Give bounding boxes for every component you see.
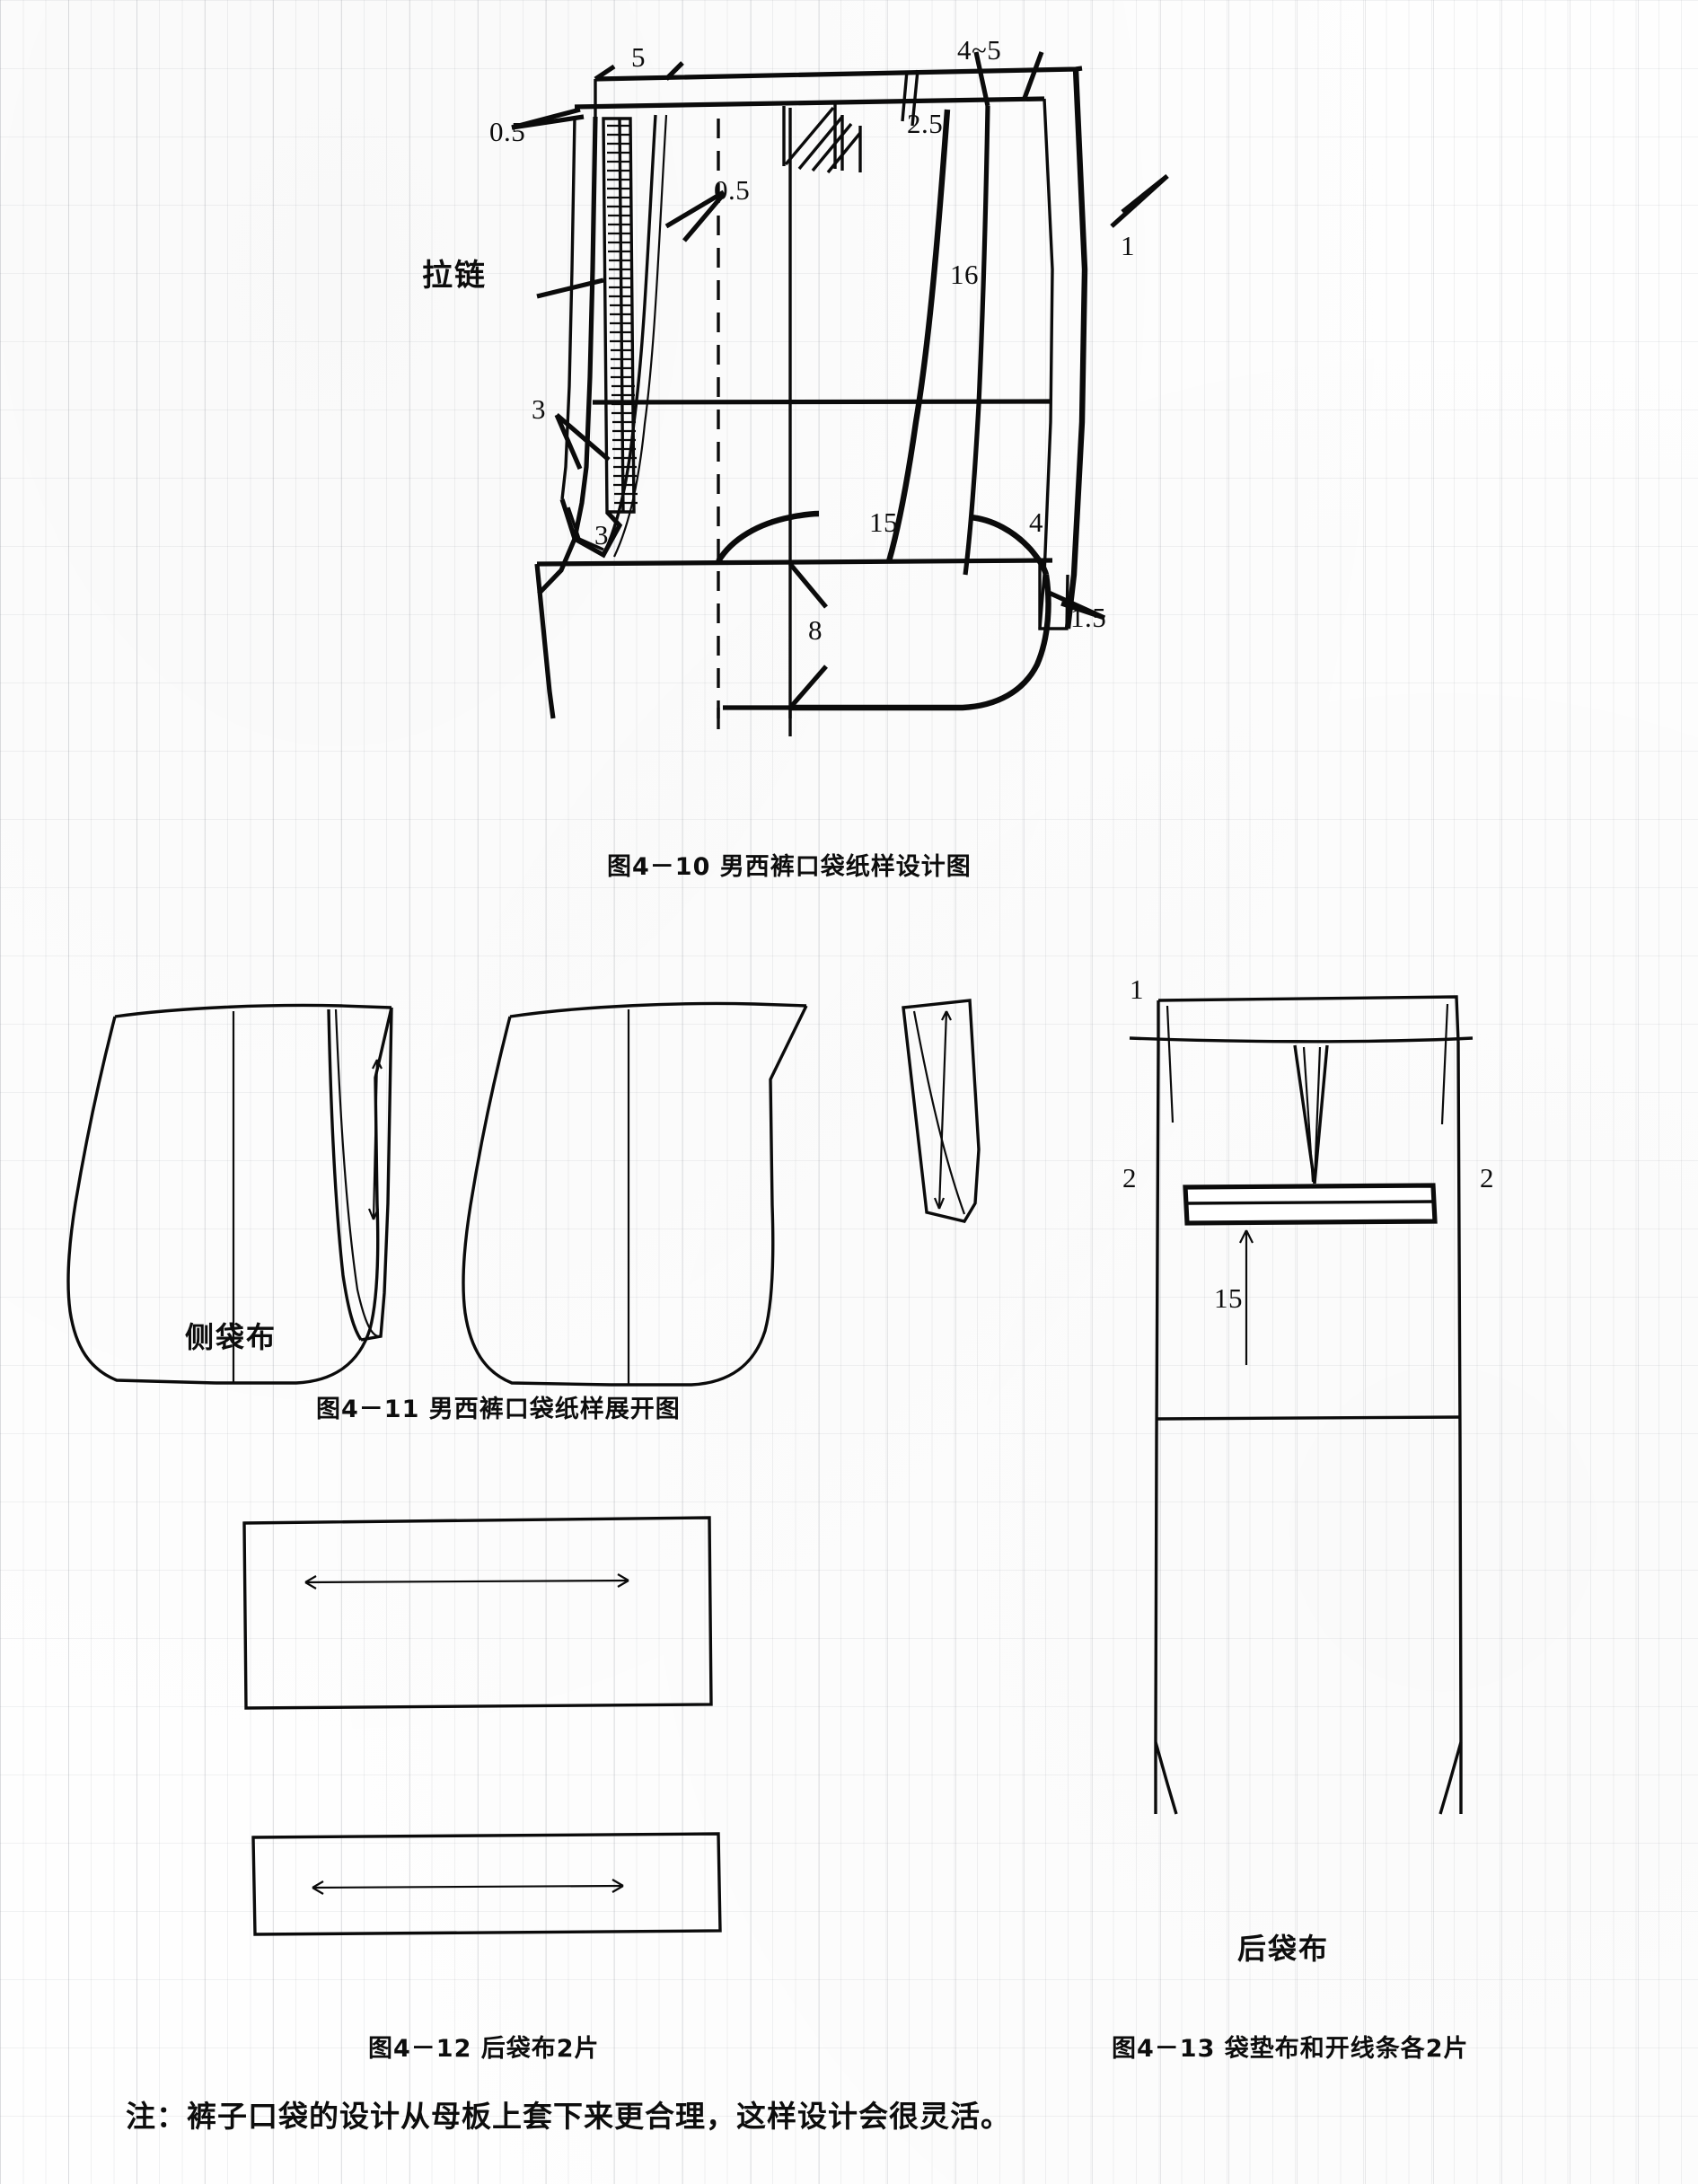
label-fig410-left-mid: 3 — [532, 393, 546, 425]
caption-figure-413: 图4－13 袋垫布和开线条各2片 — [1112, 2035, 1469, 2063]
caption-figure-412: 图4－12 后袋布2片 — [368, 2035, 600, 2063]
label-fig410-side-right: 2.5 — [907, 108, 944, 139]
label-fig410-upper-mid: 0.5 — [714, 174, 751, 206]
label-zipper: 拉链 — [422, 258, 487, 294]
figure-411-drawing — [66, 995, 1474, 1815]
label-fig413-waist-top: 1 — [1130, 973, 1144, 1005]
label-fig410-top-center: 5 — [631, 41, 646, 73]
label-side-pocket-bag: 侧袋布 — [185, 1320, 277, 1354]
label-fig410-right-seam: 1 — [1121, 230, 1135, 261]
label-fig410-top-right: 4~5 — [957, 34, 1002, 66]
label-fig410-right-bottom: 1.5 — [1070, 602, 1107, 633]
label-fig410-inseam-len: 16 — [950, 259, 979, 290]
label-fig410-pocket-depth: 8 — [808, 614, 823, 646]
label-fig410-left-low: 3 — [594, 519, 609, 550]
label-fig413-side-right: 2 — [1480, 1162, 1494, 1193]
label-fig410-right-low: 4 — [1029, 506, 1043, 538]
figure-410-drawing — [511, 51, 1169, 736]
figure-412-drawing — [242, 1516, 722, 1936]
label-fig413-pocket-drop: 15 — [1214, 1282, 1243, 1314]
label-fig410-upper-left: 0.5 — [489, 116, 526, 147]
label-fig410-crotch: 15 — [869, 506, 898, 538]
label-back-pocket-bag: 后袋布 — [1237, 1932, 1330, 1966]
label-fig413-side-left: 2 — [1122, 1162, 1137, 1193]
caption-figure-410: 图4－10 男西裤口袋纸样设计图 — [607, 853, 972, 881]
bottom-note: 注：裤子口袋的设计从母板上套下来更合理，这样设计会很灵活。 — [126, 2099, 1011, 2134]
caption-figure-411: 图4－11 男西裤口袋纸样展开图 — [316, 1396, 681, 1423]
